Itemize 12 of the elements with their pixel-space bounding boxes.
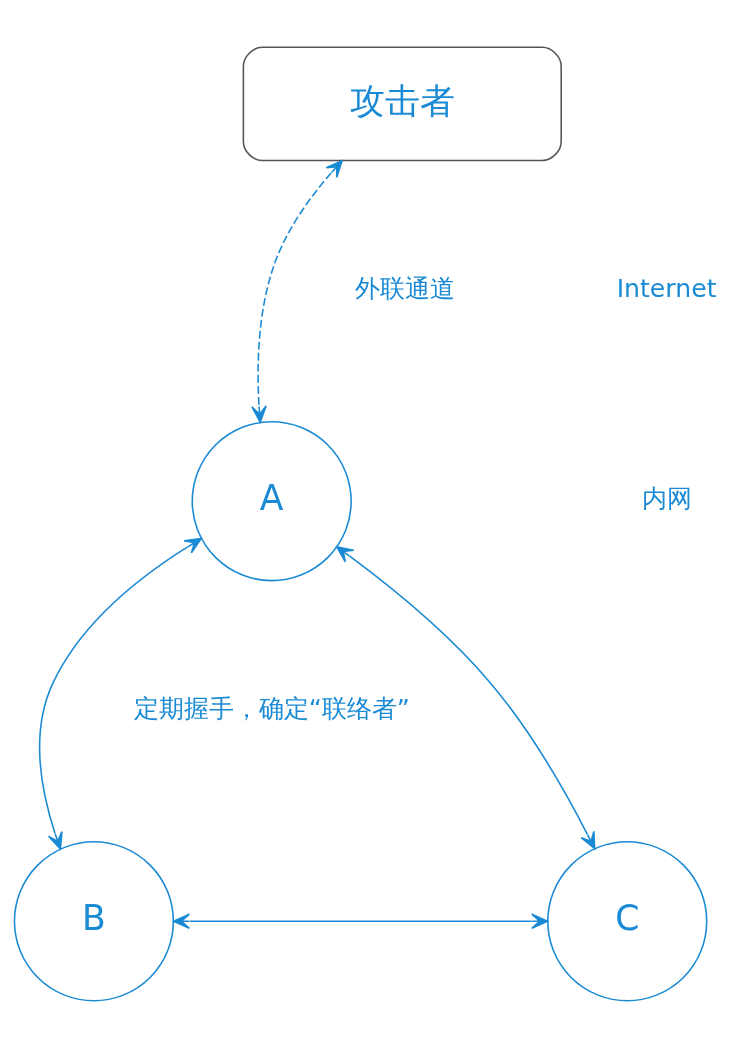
label: 外联通道 <box>355 273 456 303</box>
arrow <box>38 537 202 850</box>
arrow <box>251 159 343 423</box>
node-circle: A <box>191 420 352 581</box>
label: Internet <box>616 273 717 303</box>
label: 内网 <box>641 483 692 513</box>
arrow <box>172 912 549 929</box>
node-box: 攻击者 <box>242 46 562 161</box>
node-circle: C <box>547 840 708 1001</box>
arrow <box>336 545 596 849</box>
node-circle: B <box>13 840 175 1001</box>
label: 定期握手，确定“联络者” <box>133 693 410 723</box>
